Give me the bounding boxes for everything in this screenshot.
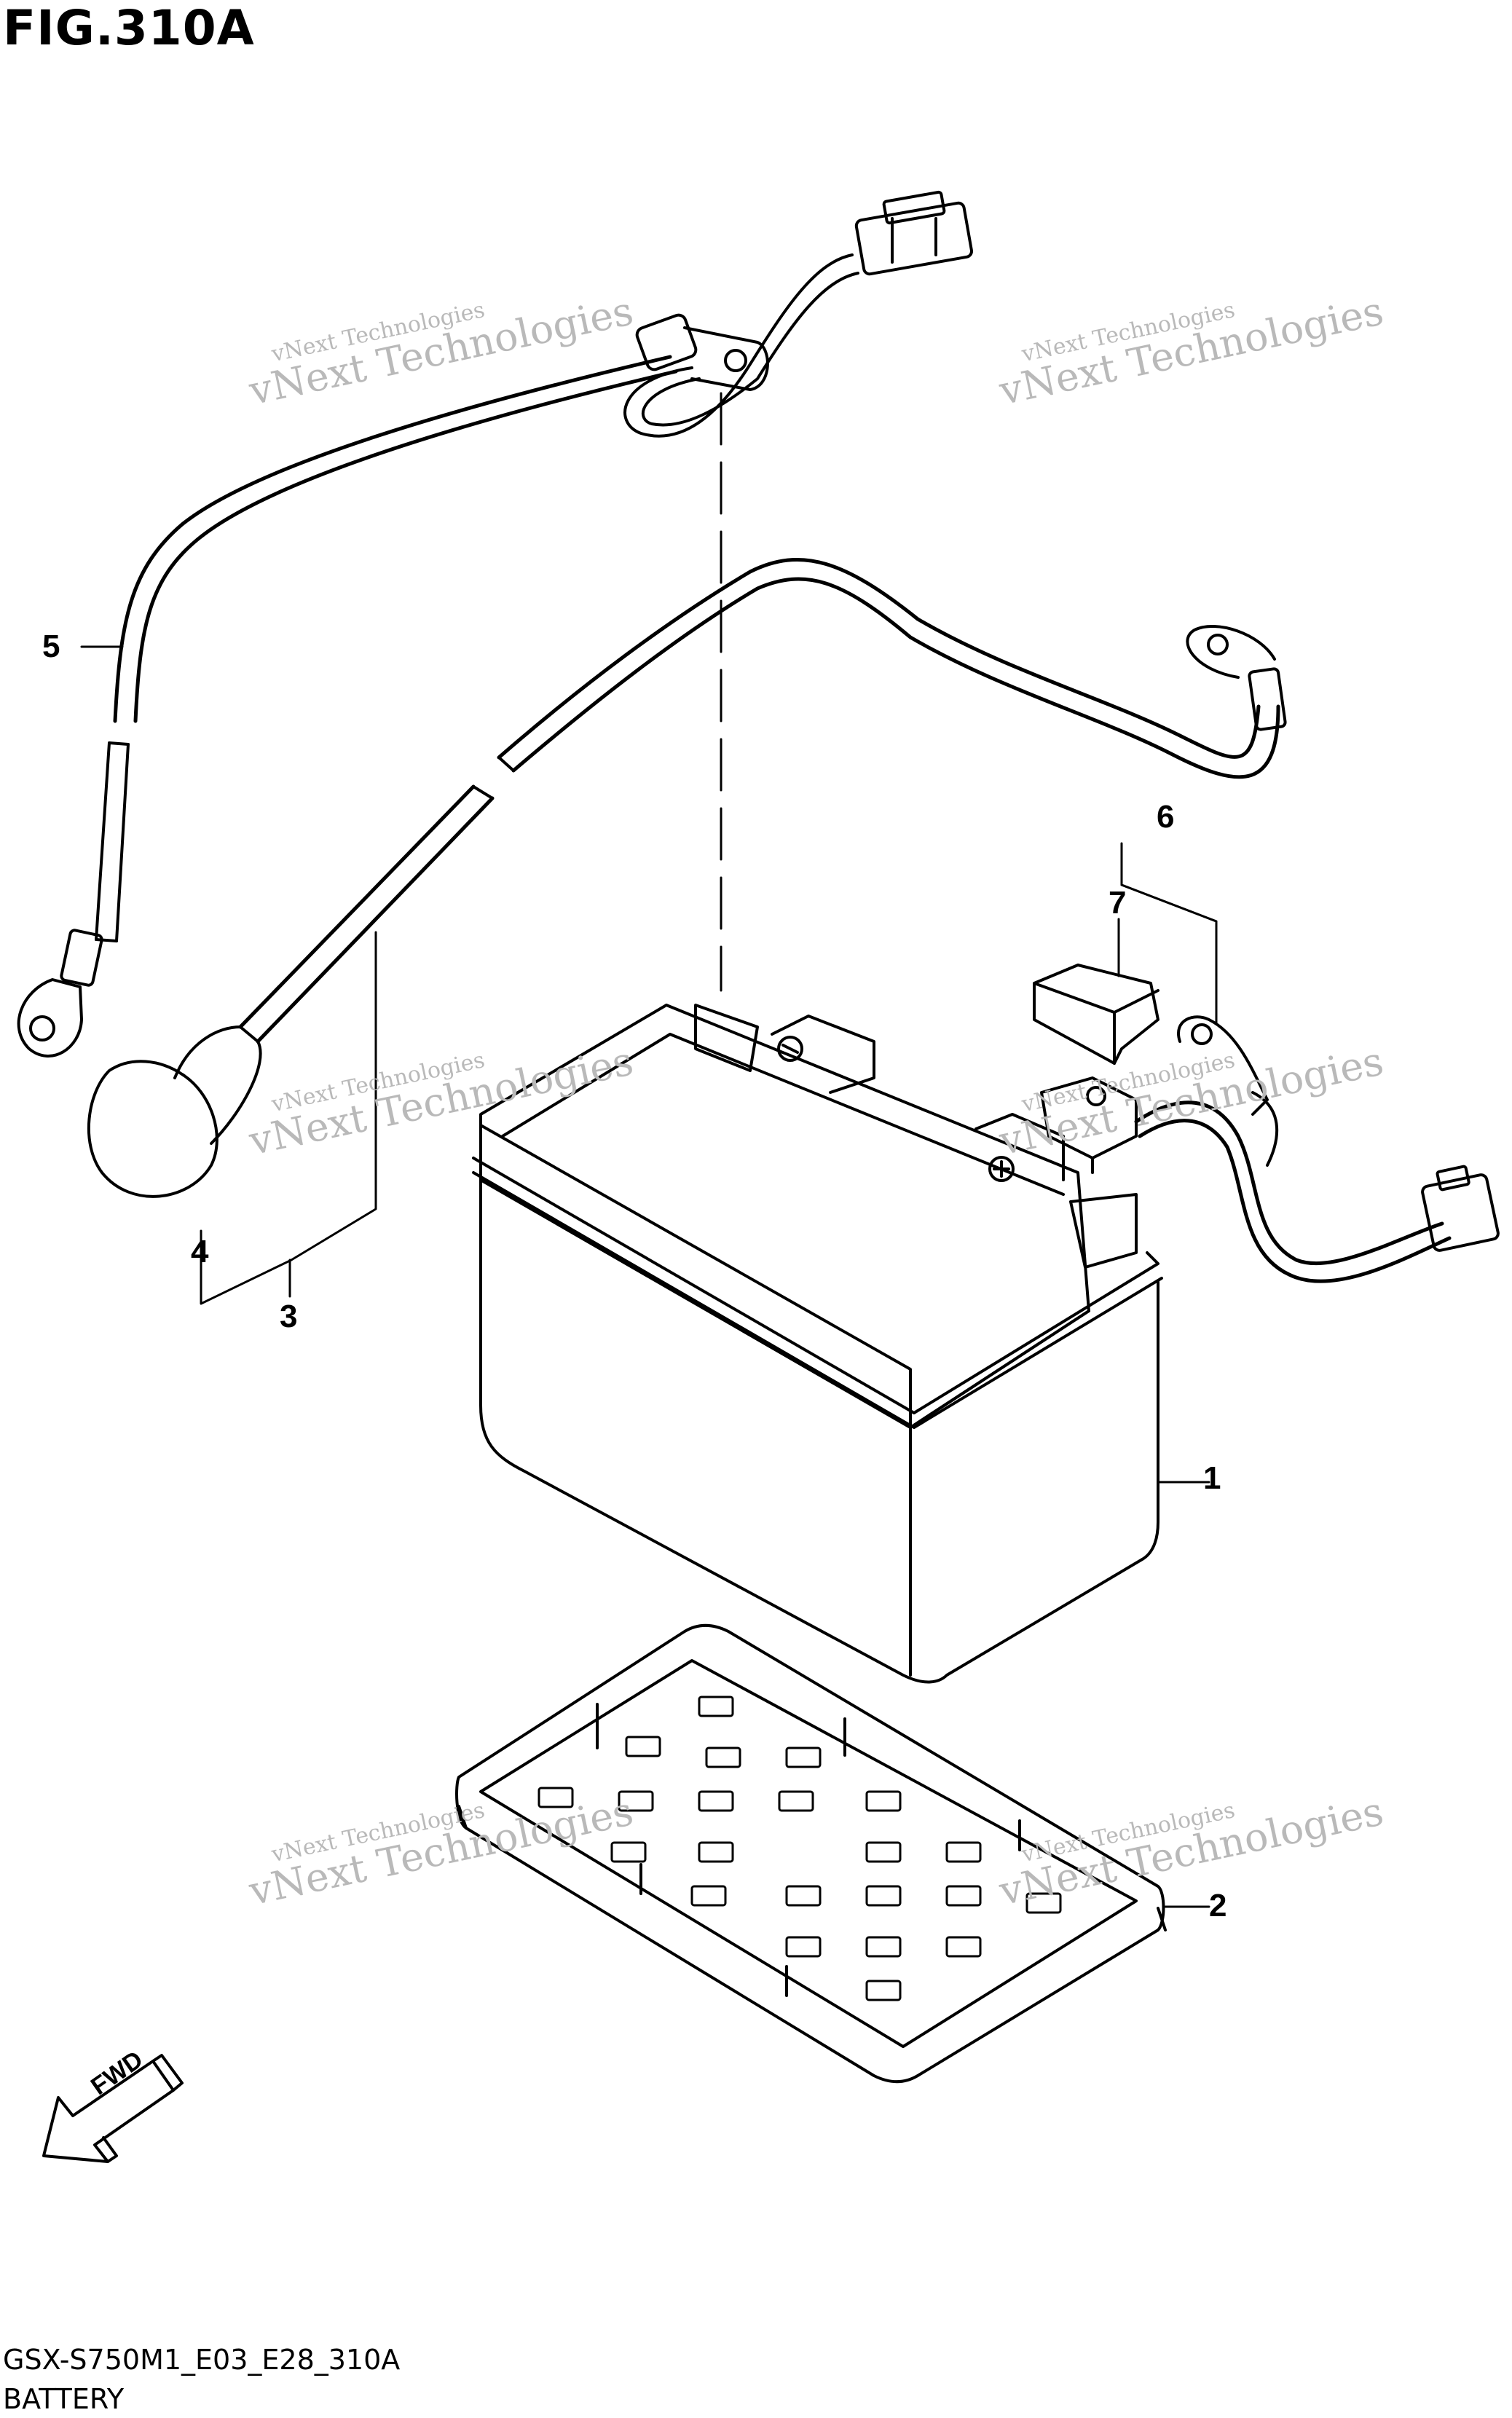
battery-tray	[455, 1623, 1167, 2084]
callout-2[interactable]: 2	[1209, 1888, 1227, 1923]
callout-1[interactable]: 1	[1203, 1460, 1221, 1496]
starter-relay-lead	[1033, 964, 1500, 1283]
callout-3[interactable]: 3	[280, 1299, 298, 1334]
figure-code: GSX-S750M1_E03_E28_310A	[3, 2344, 401, 2376]
forward-direction-arrow	[42, 2054, 184, 2163]
figure-title: FIG.310A	[3, 0, 255, 56]
callout-4[interactable]: 4	[191, 1234, 209, 1269]
callout-5[interactable]: 5	[42, 629, 60, 664]
battery-body	[472, 1004, 1163, 1684]
battery-negative-lead	[17, 190, 974, 1058]
callout-7[interactable]: 7	[1109, 885, 1127, 921]
callout-6[interactable]: 6	[1157, 799, 1175, 835]
figure-name: BATTERY	[3, 2383, 125, 2415]
battery-positive-lead	[87, 558, 1287, 1198]
